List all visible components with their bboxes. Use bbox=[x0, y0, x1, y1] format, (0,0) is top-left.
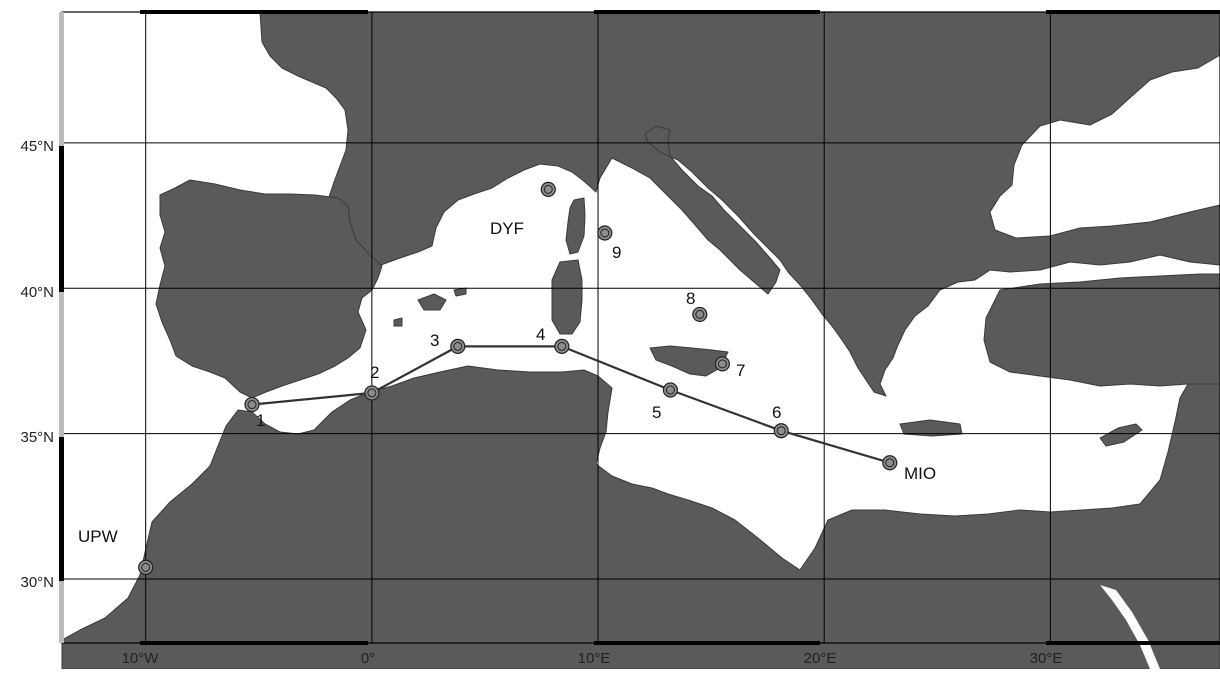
lat-label-30: 30°N bbox=[20, 574, 54, 591]
station-label-4: 4 bbox=[536, 325, 545, 344]
land-europe-north bbox=[259, 11, 1220, 397]
frame-top-bar-3 bbox=[1046, 10, 1220, 14]
land-masses bbox=[61, 11, 1220, 670]
lat-label-40: 40°N bbox=[20, 284, 54, 301]
land-menorca bbox=[453, 287, 467, 297]
land-sardinia bbox=[551, 259, 583, 335]
station-marker-4 bbox=[554, 338, 570, 355]
land-corsica bbox=[565, 197, 586, 255]
station-marker-ring-7 bbox=[717, 359, 727, 369]
station-marker-ring-9 bbox=[600, 228, 610, 238]
station-label-7: 7 bbox=[736, 361, 745, 380]
station-marker-upw bbox=[138, 559, 154, 575]
graticule bbox=[62, 12, 1220, 643]
frame-bottom-bar-1 bbox=[140, 641, 368, 645]
frame-left-bar-light bbox=[59, 12, 64, 643]
station-marker-ring-mio bbox=[885, 458, 895, 468]
station-label-dyf: DYF bbox=[490, 219, 524, 238]
lon-label-30e: 30°E bbox=[1030, 650, 1063, 667]
station-marker-1 bbox=[244, 396, 260, 413]
frame-bottom-bar-3 bbox=[1046, 641, 1220, 645]
station-label-upw: UPW bbox=[78, 527, 118, 546]
station-label-8: 8 bbox=[686, 289, 695, 308]
frame-top-bar-1 bbox=[140, 10, 368, 14]
station-marker-ring-3 bbox=[453, 341, 463, 351]
station-marker-ring-6 bbox=[776, 426, 786, 436]
lon-label-10e: 10°E bbox=[578, 650, 611, 667]
station-marker-8 bbox=[692, 306, 708, 323]
frame-top-bar-2 bbox=[594, 10, 820, 14]
station-label-2: 2 bbox=[370, 363, 379, 382]
station-marker-3 bbox=[450, 338, 466, 355]
sea-red-sea bbox=[1100, 585, 1160, 669]
station-labels: 1 2 3 4 5 6 MIO 7 8 9 DYF UPW bbox=[78, 219, 936, 546]
station-label-5: 5 bbox=[652, 403, 661, 422]
station-marker-ring-5 bbox=[665, 385, 675, 395]
station-marker-2 bbox=[364, 385, 380, 401]
lon-label-0: 0° bbox=[361, 650, 375, 667]
station-marker-ring-dyf bbox=[543, 184, 553, 194]
lon-label-10w: 10°W bbox=[122, 650, 160, 667]
longitude-labels: 10°W 0° 10°E 20°E 30°E bbox=[122, 650, 1063, 667]
station-label-1: 1 bbox=[256, 411, 265, 430]
station-marker-5 bbox=[662, 382, 679, 398]
station-markers bbox=[138, 181, 898, 575]
station-label-9: 9 bbox=[612, 243, 621, 262]
land-cyprus bbox=[1099, 423, 1143, 447]
land-anatolia bbox=[983, 273, 1220, 387]
lat-label-45: 45°N bbox=[20, 138, 54, 155]
station-label-3: 3 bbox=[430, 331, 439, 350]
station-marker-7 bbox=[714, 356, 731, 372]
station-marker-ring-upw bbox=[141, 562, 151, 572]
station-marker-mio bbox=[882, 455, 898, 471]
station-label-6: 6 bbox=[772, 403, 781, 422]
land-iberia bbox=[155, 179, 383, 399]
frame-left-bar-1 bbox=[59, 146, 64, 292]
station-marker-6 bbox=[773, 423, 789, 439]
station-marker-dyf bbox=[540, 181, 556, 197]
station-marker-ring-1 bbox=[247, 400, 257, 410]
station-marker-9 bbox=[597, 225, 613, 241]
lon-label-20e: 20°E bbox=[804, 650, 837, 667]
land-mallorca bbox=[417, 293, 447, 311]
station-label-mio: MIO bbox=[904, 464, 936, 483]
land-africa bbox=[61, 365, 1220, 670]
latitude-labels: 45°N 40°N 35°N 30°N bbox=[20, 138, 54, 591]
lat-label-35: 35°N bbox=[20, 429, 54, 446]
station-marker-ring-4 bbox=[557, 341, 567, 351]
map-frame bbox=[59, 10, 1220, 645]
frame-bottom-bar-2 bbox=[594, 641, 820, 645]
land-ibiza bbox=[393, 317, 403, 327]
station-marker-ring-8 bbox=[695, 309, 705, 319]
station-marker-ring-2 bbox=[367, 388, 377, 398]
frame-left-bar-2 bbox=[59, 437, 64, 581]
